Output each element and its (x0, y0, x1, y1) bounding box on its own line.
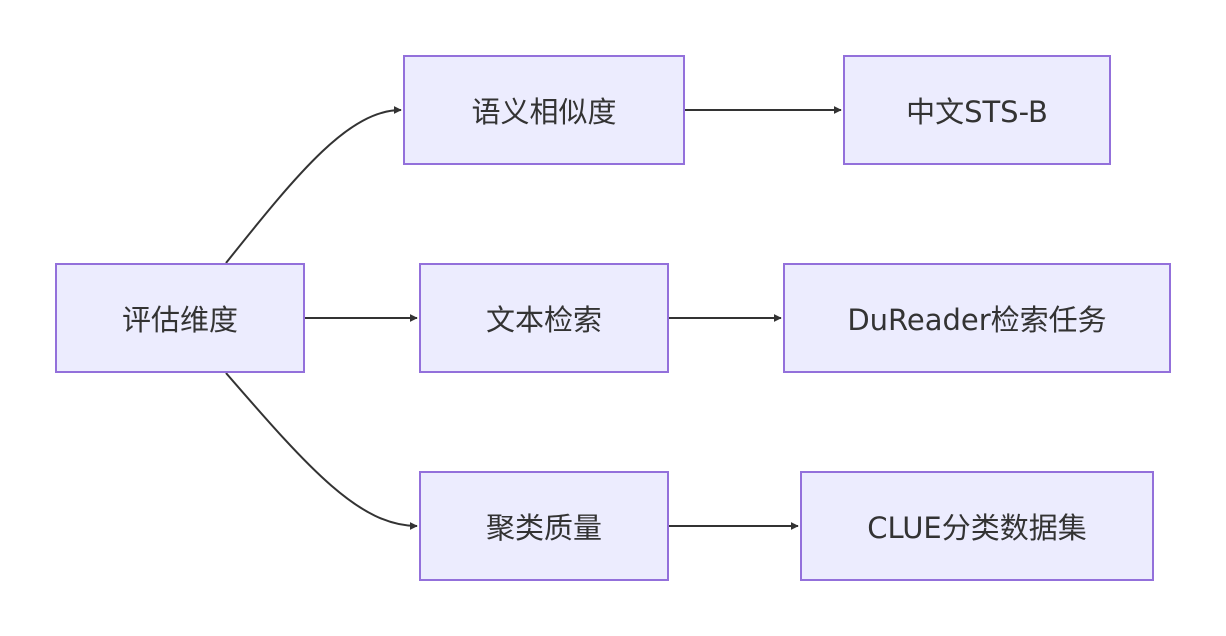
node-label: 中文STS-B (906, 95, 1048, 129)
node-chinese-sts-b: 中文STS-B (843, 55, 1111, 165)
node-label: 聚类质量 (485, 511, 602, 545)
node-clustering-quality: 聚类质量 (419, 471, 669, 581)
edge-root-to-semantic (225, 106, 402, 264)
node-text-retrieval: 文本检索 (419, 263, 669, 373)
node-evaluation-dimensions: 评估维度 (55, 263, 305, 373)
node-label: 评估维度 (121, 303, 238, 337)
node-label: 文本检索 (485, 303, 602, 337)
edge-root-to-clustering (225, 372, 418, 530)
node-clue-classification-datasets: CLUE分类数据集 (800, 471, 1154, 581)
node-dureader-retrieval-task: DuReader检索任务 (783, 263, 1171, 373)
node-label: 语义相似度 (471, 95, 617, 129)
node-label: DuReader检索任务 (847, 303, 1107, 337)
node-semantic-similarity: 语义相似度 (403, 55, 685, 165)
node-label: CLUE分类数据集 (867, 511, 1087, 545)
